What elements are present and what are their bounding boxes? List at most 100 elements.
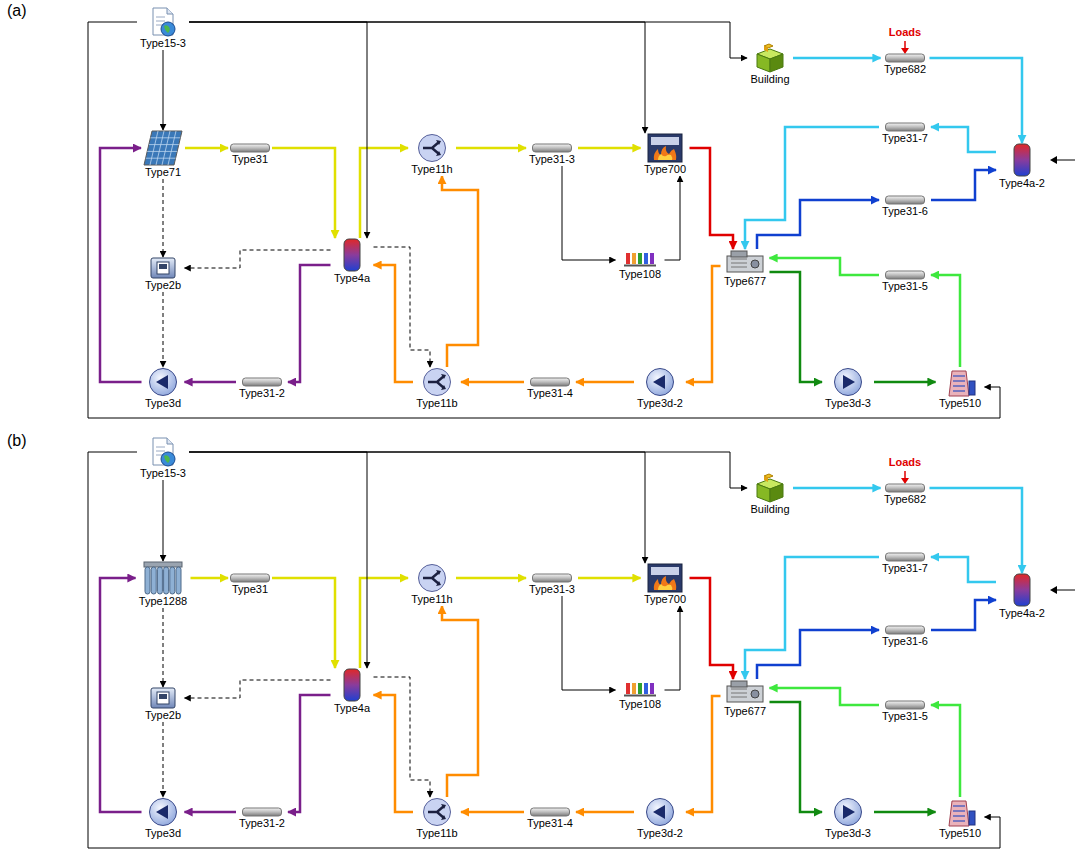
pipe-segment: Type31-2 bbox=[236, 807, 288, 830]
component-icon bbox=[623, 252, 657, 268]
component-label: Type677 bbox=[723, 705, 767, 718]
storage-tank: Type4a-2 bbox=[996, 573, 1048, 620]
component-label: Type1288 bbox=[138, 595, 188, 608]
pipe-segment: Type682 bbox=[881, 483, 930, 506]
load-label: Loads bbox=[888, 456, 922, 468]
pipe-connector bbox=[930, 58, 1023, 143]
pipe-connector bbox=[578, 577, 641, 580]
pipe-connector bbox=[461, 811, 524, 814]
pipe-segment: Type682 bbox=[881, 53, 930, 76]
component-icon bbox=[647, 563, 683, 593]
component-icon bbox=[532, 573, 572, 583]
pipe-connector bbox=[576, 811, 634, 814]
control-signal-line bbox=[374, 247, 431, 367]
component-icon bbox=[1013, 573, 1031, 607]
building-model: Building bbox=[747, 473, 793, 516]
load-label: Loads bbox=[888, 26, 922, 38]
heat-exchanger: Type108 bbox=[616, 682, 665, 711]
control-signal-line bbox=[163, 292, 164, 367]
component-label: Type15-3 bbox=[139, 467, 187, 480]
pipe-connector bbox=[191, 577, 229, 580]
component-label: Type4a-2 bbox=[998, 607, 1046, 620]
component-icon bbox=[148, 367, 178, 397]
component-icon bbox=[343, 668, 361, 702]
component-icon bbox=[150, 257, 176, 279]
component-label: Type11b bbox=[415, 827, 458, 840]
component-label: Type700 bbox=[643, 163, 687, 176]
component-icon bbox=[142, 561, 184, 595]
component-icon bbox=[1013, 143, 1031, 177]
flow-valve: Type11h bbox=[408, 133, 456, 176]
component-icon bbox=[422, 367, 452, 397]
component-icon bbox=[885, 700, 925, 710]
auxiliary-heater: Type700 bbox=[641, 133, 690, 176]
pipe-connector bbox=[578, 147, 641, 150]
component-label: Type31-6 bbox=[881, 205, 929, 218]
pipe-connector bbox=[100, 578, 142, 812]
component-icon bbox=[530, 807, 570, 817]
component-icon bbox=[885, 625, 925, 635]
component-icon bbox=[725, 249, 765, 275]
circulation-pump: Type3d-2 bbox=[634, 797, 686, 840]
component-label: Type4a bbox=[333, 272, 371, 285]
pipe-connector bbox=[874, 381, 936, 384]
cooling-tower: Type510 bbox=[936, 797, 985, 840]
component-label: Type31-4 bbox=[526, 387, 574, 400]
component-label: Type3d-2 bbox=[636, 827, 684, 840]
component-icon bbox=[755, 473, 785, 503]
pipe-connector bbox=[931, 600, 996, 630]
pipe-connector bbox=[456, 577, 526, 580]
pipe-segment: Type31-6 bbox=[879, 625, 931, 648]
pipe-connector bbox=[185, 381, 237, 384]
component-icon bbox=[532, 143, 572, 153]
pipe-connector bbox=[757, 200, 879, 249]
component-icon bbox=[725, 679, 765, 705]
component-label: Type108 bbox=[618, 268, 662, 281]
pipe-connector bbox=[757, 630, 879, 679]
absorption-chiller: Type677 bbox=[721, 679, 770, 718]
circulation-pump: Type3d-3 bbox=[822, 797, 874, 840]
component-label: Type31-5 bbox=[881, 280, 929, 293]
component-label: Type31-3 bbox=[528, 153, 576, 166]
evacuated-tube-collector: Type1288 bbox=[136, 561, 191, 608]
component-icon bbox=[944, 797, 976, 827]
pipe-segment: Type31 bbox=[228, 573, 272, 596]
pipe-connector bbox=[793, 487, 881, 490]
pipe-connector bbox=[690, 148, 734, 249]
component-label: Type4a bbox=[333, 702, 371, 715]
weather-data-reader: Type15-3 bbox=[137, 7, 189, 50]
component-label: Building bbox=[749, 73, 790, 86]
component-label: Type2b bbox=[144, 279, 182, 292]
pipe-connector bbox=[931, 127, 996, 152]
component-icon bbox=[885, 122, 925, 132]
pipe-segment: Type31-7 bbox=[879, 552, 931, 575]
pipe-connector bbox=[576, 381, 634, 384]
pipe-connector bbox=[442, 176, 478, 367]
pipe-connector bbox=[189, 452, 367, 668]
pipe-connector bbox=[770, 258, 880, 275]
component-label: Type71 bbox=[144, 166, 182, 179]
component-icon bbox=[755, 43, 785, 73]
pipe-segment: Type31-3 bbox=[526, 143, 578, 166]
component-label: Type700 bbox=[643, 593, 687, 606]
component-icon bbox=[242, 807, 282, 817]
component-label: Type11h bbox=[410, 163, 453, 176]
circulation-pump: Type3d-2 bbox=[634, 367, 686, 410]
pipe-segment: Type31-4 bbox=[524, 807, 576, 830]
pipe-connector bbox=[562, 596, 616, 690]
pipe-connector bbox=[745, 557, 879, 679]
component-label: Type3d bbox=[144, 397, 182, 410]
component-icon bbox=[645, 367, 675, 397]
component-label: Type3d bbox=[144, 827, 182, 840]
pipe-connector bbox=[374, 265, 414, 382]
storage-tank: Type4a bbox=[331, 668, 374, 715]
pipe-connector bbox=[185, 811, 237, 814]
component-icon bbox=[230, 143, 270, 153]
flat-plate-collector: Type71 bbox=[141, 130, 185, 179]
pipe-connector bbox=[272, 578, 335, 668]
pipe-connector bbox=[931, 557, 996, 582]
component-label: Type31-6 bbox=[881, 635, 929, 648]
component-label: Type3d-2 bbox=[636, 397, 684, 410]
pipe-connector bbox=[686, 696, 721, 812]
pipe-connector bbox=[189, 22, 645, 133]
